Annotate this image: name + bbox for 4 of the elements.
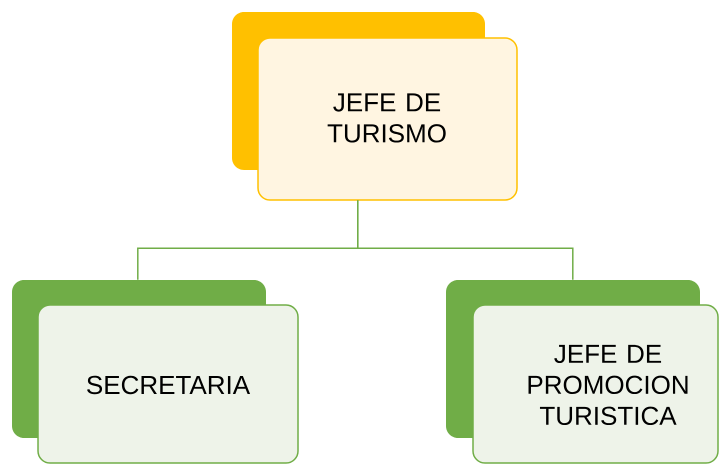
connector-line — [357, 200, 574, 280]
org-box: JEFE DE TURISMO — [232, 12, 518, 201]
org-box: JEFE DE PROMOCION TURISTICA — [446, 280, 719, 464]
org-box: SECRETARIA — [12, 280, 299, 464]
